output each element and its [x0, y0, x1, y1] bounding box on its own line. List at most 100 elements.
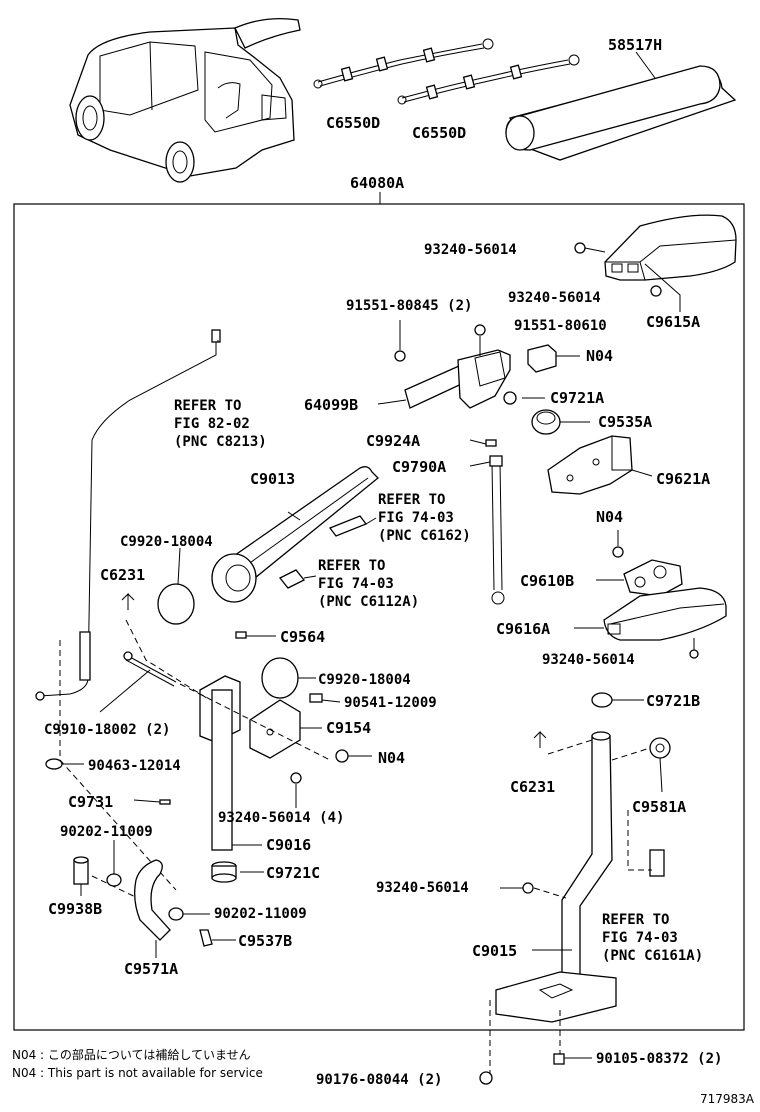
- label-c6550d-2: C6550D: [412, 124, 466, 142]
- label-93240-56014-a: 93240-56014: [424, 242, 517, 258]
- bolt-c9910: [99, 651, 177, 713]
- label-c9615a: C9615A: [646, 313, 700, 331]
- label-90202-11009-b: 90202-11009: [214, 906, 307, 922]
- label-c9016: C9016: [266, 836, 311, 854]
- label-n04-c: N04: [378, 749, 405, 767]
- guide-line-h: [533, 887, 567, 899]
- label-c9581a: C9581A: [632, 798, 686, 816]
- cable-c9790a: [469, 439, 505, 605]
- label-c9535a: C9535A: [598, 413, 652, 431]
- label-c9790a: C9790A: [392, 458, 446, 476]
- label-c9938b: C9938B: [48, 900, 102, 918]
- label-90105-08372: 90105-08372 (2): [596, 1051, 722, 1067]
- svg-text:FIG 74-03: FIG 74-03: [378, 510, 454, 526]
- label-c9910-18002: C9910-18002 (2): [44, 722, 170, 738]
- guide-line-e: [547, 739, 593, 755]
- label-93240-56014-d: 93240-56014: [376, 880, 469, 896]
- label-64099b: 64099B: [304, 396, 358, 414]
- bracket-64099b: [377, 320, 511, 409]
- svg-text:REFER TO: REFER TO: [378, 492, 445, 508]
- svg-text:FIG 74-03: FIG 74-03: [318, 576, 394, 592]
- label-c9571a: C9571A: [124, 960, 178, 978]
- bracket-c9621a: [547, 435, 653, 495]
- label-64080a: 64080A: [350, 174, 404, 192]
- washer-90202-a: [106, 840, 122, 887]
- note-japanese: N04 : この部品については補給していません: [12, 1048, 251, 1062]
- bolt-n04-right: [612, 530, 624, 558]
- tray-c9615a: [604, 214, 737, 312]
- label-91551-80845: 91551-80845 (2): [346, 298, 472, 314]
- lever-c9571a: [134, 859, 171, 958]
- svg-text:(PNC C8213): (PNC C8213): [174, 434, 267, 450]
- arrow-c6231-b: [533, 730, 547, 748]
- tray-c9616a: [574, 587, 727, 641]
- disc-c9920-b: [261, 657, 299, 699]
- svg-text:FIG 82-02: FIG 82-02: [174, 416, 250, 432]
- label-c9920-b: C9920-18004: [318, 672, 411, 688]
- refer-note-a: REFER TO FIG 82-02 (PNC C8213): [174, 398, 267, 450]
- pin-c9731: [159, 799, 171, 805]
- clip-90463: [45, 758, 84, 770]
- svg-text:(PNC C6162): (PNC C6162): [378, 528, 471, 544]
- label-c6231-a: C6231: [100, 566, 145, 584]
- pin-c9537b: [199, 929, 236, 947]
- bolt-93240-d: [500, 882, 534, 894]
- svg-text:(PNC C6161A): (PNC C6161A): [602, 948, 703, 964]
- refer-note-b: REFER TO FIG 74-03 (PNC C6162): [378, 492, 471, 544]
- label-c9920-a: C9920-18004: [120, 534, 213, 550]
- label-c6161a: [649, 849, 665, 877]
- bolt-93240-b: [650, 285, 662, 297]
- label-c9621a: C9621A: [656, 470, 710, 488]
- svg-text:REFER TO: REFER TO: [174, 398, 241, 414]
- washer-90202-b: [168, 907, 210, 921]
- nut-n04: [335, 749, 349, 763]
- nut-90176: [479, 1071, 493, 1085]
- label-c9154: C9154: [326, 719, 371, 737]
- svg-text:(PNC C6112A): (PNC C6112A): [318, 594, 419, 610]
- label-c6231-b: C6231: [510, 778, 555, 796]
- vehicle-illustration: [69, 18, 301, 183]
- label-90463-12014: 90463-12014: [88, 758, 181, 774]
- knob-c9535a: [531, 409, 561, 435]
- label-c9564: C9564: [280, 628, 325, 646]
- label-n04-b: N04: [596, 508, 623, 526]
- label-58517h: 58517H: [608, 36, 662, 54]
- refer-note-d: REFER TO FIG 74-03 (PNC C6161A): [602, 912, 703, 964]
- post-c9015: [532, 731, 613, 997]
- bolt-90105: [553, 1053, 592, 1065]
- label-c9537b: C9537B: [238, 932, 292, 950]
- handle-c9013: [211, 466, 379, 603]
- bolt-93240-4: [290, 772, 302, 784]
- guide-line-f: [611, 747, 651, 761]
- label-93240-56014-c: 93240-56014: [542, 652, 635, 668]
- guide-line-g: [627, 810, 652, 871]
- refer-note-c: REFER TO FIG 74-03 (PNC C6112A): [318, 558, 419, 610]
- label-c9721c: C9721C: [266, 864, 320, 882]
- arrow-c6231-a: [121, 592, 135, 610]
- cover-roll-58517h: [505, 51, 737, 161]
- cable-c8213: [35, 329, 221, 701]
- figure-id: 717983A: [699, 1092, 754, 1106]
- guide-line-a: [125, 619, 211, 701]
- svg-text:REFER TO: REFER TO: [602, 912, 669, 928]
- label-c9721a: C9721A: [550, 389, 604, 407]
- label-c9731: C9731: [68, 793, 113, 811]
- label-93240-56014-b: 93240-56014: [508, 290, 601, 306]
- shaft-c9016: [211, 689, 262, 851]
- disc-c9920-a: [157, 583, 195, 625]
- label-c9013: C9013: [250, 470, 295, 488]
- strap-c6550d-top: [313, 38, 494, 89]
- note-english: N04 : This part is not available for ser…: [12, 1066, 263, 1080]
- label-90176-08044: 90176-08044 (2): [316, 1072, 442, 1088]
- grommet-c9721a: [503, 391, 517, 405]
- label-c9616a: C9616A: [496, 620, 550, 638]
- collar-c9938b: [73, 856, 89, 896]
- label-c9924a: C9924A: [366, 432, 420, 450]
- bolt-93240-c: [689, 638, 699, 659]
- knob-c9581a: [649, 737, 671, 793]
- guide-line-c: [179, 683, 331, 761]
- bolt-93240-a: [574, 242, 606, 254]
- bushing-90541: [309, 693, 323, 703]
- label-c6550d-1: C6550D: [326, 114, 380, 132]
